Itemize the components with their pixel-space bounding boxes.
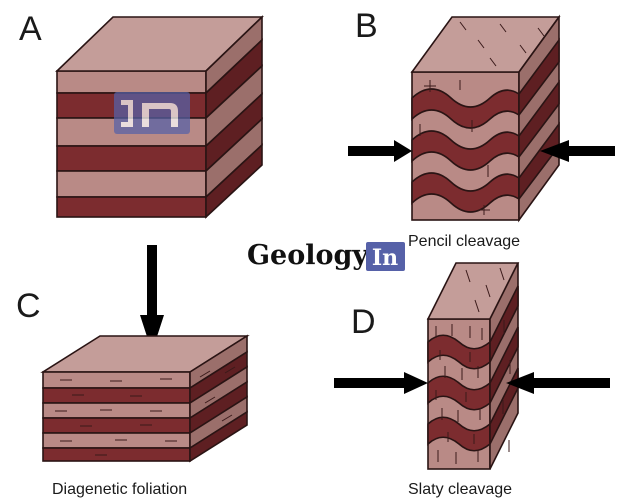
- panel-d-side-band: [489, 326, 519, 404]
- panel-d-side-band: [489, 367, 519, 445]
- arrow-left-icon: [506, 372, 610, 394]
- arrow-right-icon: [348, 140, 412, 162]
- panel-c-letter: C: [16, 287, 41, 325]
- panel-a-layer: [56, 70, 207, 94]
- arrow-left-icon: [540, 140, 615, 162]
- panel-c-foliation-marks: [55, 366, 236, 456]
- panel-d-block: [426, 262, 520, 470]
- panel-b-arrows: [348, 140, 615, 162]
- panel-a-layer: [56, 170, 207, 198]
- panel-d-arrows: [334, 372, 610, 394]
- brand-text: Geology: [247, 240, 369, 271]
- panel-a-layer: [56, 196, 207, 218]
- panel-b-side-band: [518, 37, 560, 118]
- panel-c-caption: Diagenetic foliation: [52, 481, 187, 498]
- panel-c-layer: [42, 417, 191, 434]
- panel-a-side: [205, 143, 263, 219]
- panel-b-block: [410, 14, 561, 223]
- arrow-right-icon: [334, 372, 428, 394]
- panel-b-side-band: [518, 79, 560, 160]
- arrow-down-icon: [140, 245, 164, 352]
- panel-b-letter: B: [355, 7, 378, 45]
- panel-b-caption: Pencil cleavage: [408, 233, 520, 250]
- panel-c-block: [40, 334, 250, 463]
- panel-c-side: [189, 410, 248, 463]
- panel-c-layer: [42, 387, 191, 404]
- panel-a-layer: [56, 145, 207, 172]
- brand-logo-icon: In: [366, 242, 405, 271]
- watermark-logo: [114, 92, 190, 134]
- brand-logo-text: In: [372, 245, 398, 271]
- panel-c-layer: [42, 447, 191, 462]
- panel-d-caption: Slaty cleavage: [408, 481, 512, 498]
- panel-d-letter: D: [351, 303, 376, 341]
- panel-a-letter: A: [19, 10, 42, 48]
- panel-d-cleavage-marks: [435, 267, 511, 464]
- panel-b-cleavage-marks: [419, 21, 545, 215]
